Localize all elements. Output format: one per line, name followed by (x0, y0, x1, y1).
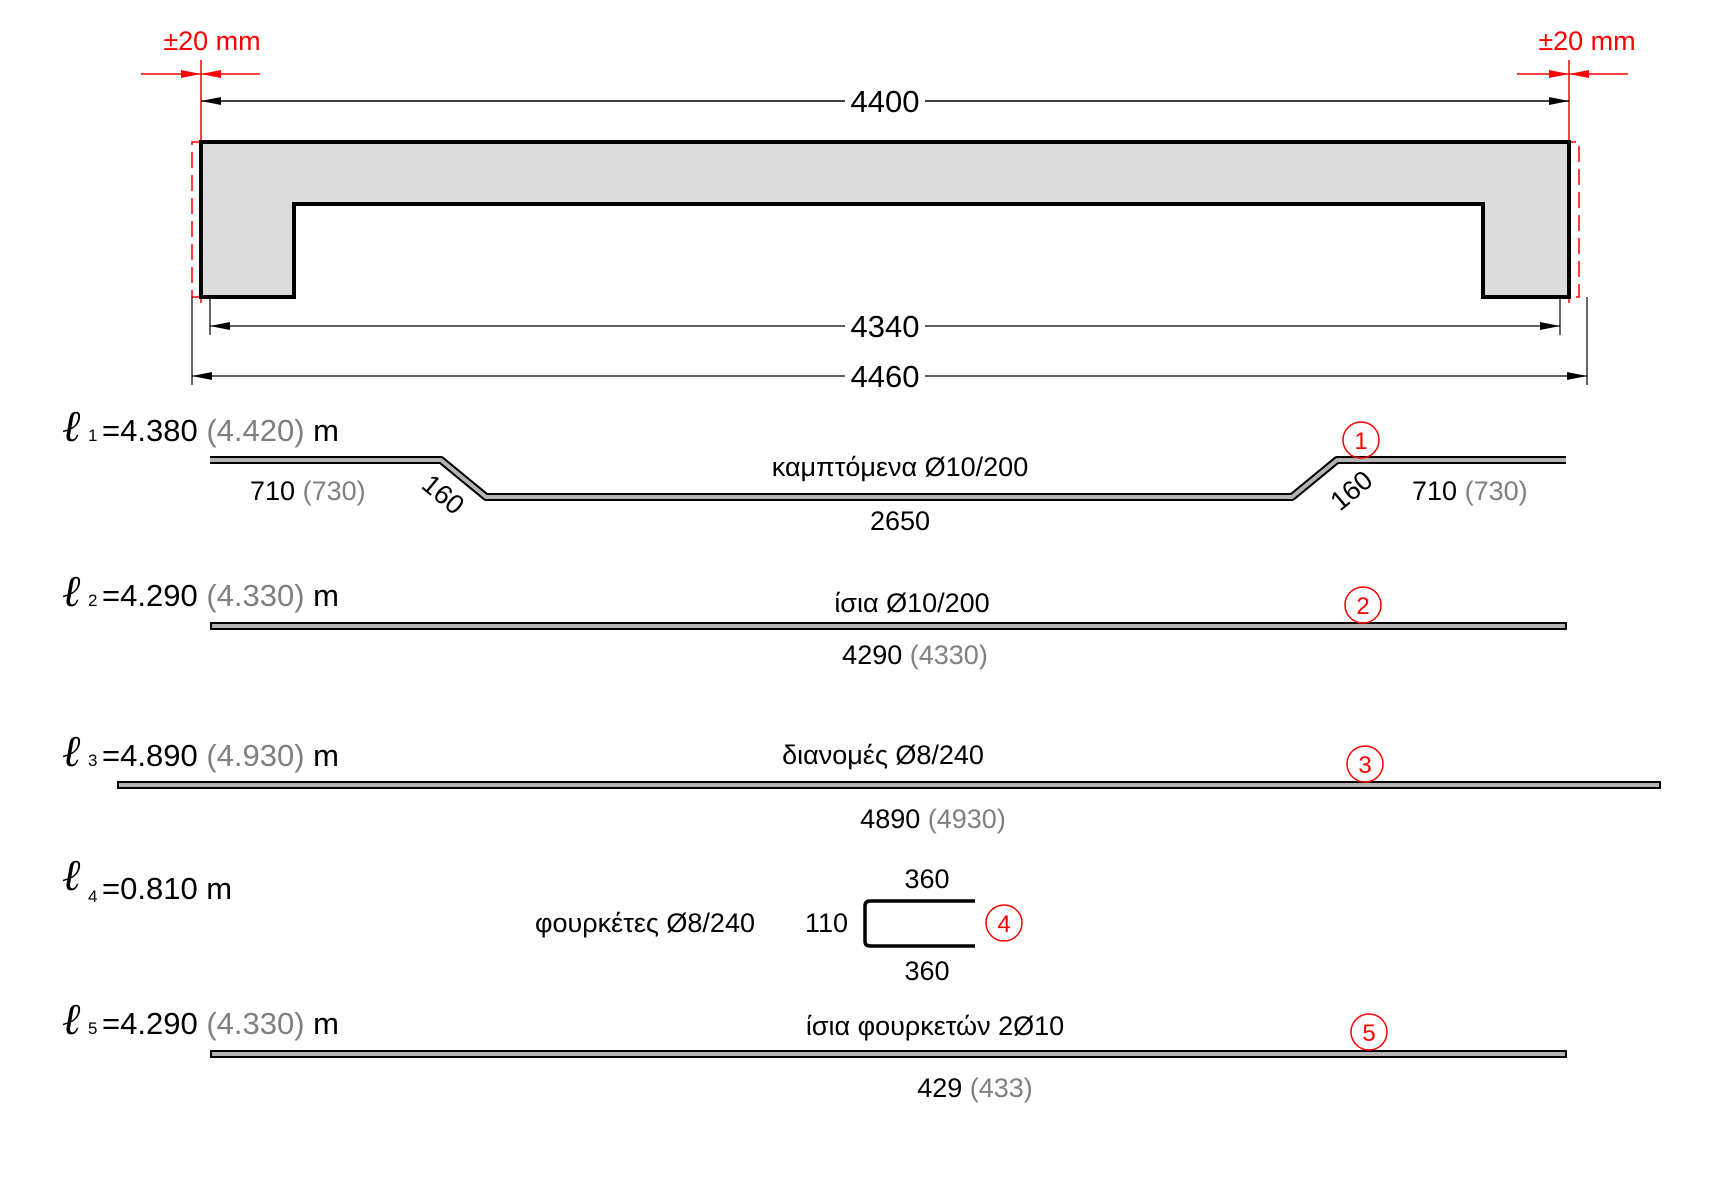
dimension-overall-value: 4460 (851, 359, 920, 394)
svg-text:2: 2 (1356, 593, 1369, 620)
dimension-overall: 4460 (192, 359, 1587, 394)
bar-5-length: =4.290 (4.330) m (102, 1006, 339, 1041)
bar-1-length-label: ℓ 1 =4.380 (4.420) m (62, 401, 339, 452)
bar-5-mark: 5 (1350, 1013, 1388, 1051)
bar-3-mark: 3 (1346, 745, 1384, 783)
ell-symbol: ℓ (62, 726, 81, 777)
bar-5: ℓ 5 =4.290 (4.330) m ίσια φουρκετών 2Ø10… (62, 994, 1567, 1103)
svg-text:1: 1 (1354, 428, 1367, 455)
bar-1-right-bend: 160 (1325, 465, 1379, 517)
bar-2-segment: 4290 (4330) (842, 640, 988, 670)
bar-1-middle-segment: 2650 (870, 506, 930, 536)
svg-text:3: 3 (1358, 752, 1371, 779)
bar-4-description: φουρκέτες Ø8/240 (535, 908, 755, 938)
bar-1-left-segment: 710 (730) (250, 476, 366, 506)
bar-5-description: ίσια φουρκετών 2Ø10 (806, 1011, 1064, 1041)
bar-2-description: ίσια Ø10/200 (834, 588, 989, 618)
bar-4-bottom: 360 (904, 956, 949, 986)
tolerance-left-label: ±20 mm (163, 26, 260, 56)
ell-symbol: ℓ (62, 994, 81, 1045)
bar-1-right-segment: 710 (730) (1412, 476, 1528, 506)
bar-2-length: =4.290 (4.330) m (102, 578, 339, 613)
bar-5-shape (210, 1050, 1567, 1058)
bar-3-length: =4.890 (4.930) m (102, 738, 339, 773)
bar-3: ℓ 3 =4.890 (4.930) m διανομές Ø8/240 489… (62, 726, 1661, 834)
ell-subscript: 1 (88, 426, 97, 445)
ell-subscript: 4 (88, 887, 97, 906)
svg-text:5: 5 (1362, 1020, 1375, 1047)
ell-subscript: 5 (88, 1019, 97, 1038)
bar-4: ℓ 4 =0.810 m φουρκέτες Ø8/240 110 360 36… (62, 850, 1023, 986)
bar-2-mark: 2 (1344, 586, 1382, 624)
bar-4-mark: 4 (985, 904, 1023, 942)
dimension-top-value: 4400 (851, 84, 920, 119)
bar-2: ℓ 2 =4.290 (4.330) m ίσια Ø10/200 4290 (… (62, 566, 1567, 670)
bar-1-mark: 1 (1342, 421, 1380, 459)
bar-4-shape (863, 899, 975, 948)
bar-3-description: διανομές Ø8/240 (782, 740, 984, 770)
concrete-section (199, 140, 1571, 299)
bar-4-side: 110 (805, 908, 848, 938)
svg-text:4: 4 (997, 911, 1010, 938)
dimension-inner-value: 4340 (851, 309, 920, 344)
bar-5-length-label: ℓ 5 =4.290 (4.330) m (62, 994, 339, 1045)
dimension-top: 4400 (201, 84, 1569, 119)
bar-5-segment: 429 (433) (917, 1073, 1033, 1103)
bar-1-description: καμπτόμενα Ø10/200 (772, 452, 1028, 482)
ell-symbol: ℓ (62, 566, 81, 617)
bar-2-length-label: ℓ 2 =4.290 (4.330) m (62, 566, 339, 617)
ell-symbol: ℓ (62, 850, 81, 901)
bar-3-length-label: ℓ 3 =4.890 (4.930) m (62, 726, 339, 777)
bar-4-length-label: ℓ 4 =0.810 m (62, 850, 232, 906)
bar-3-segment: 4890 (4930) (860, 804, 1006, 834)
bar-4-length: =0.810 m (102, 871, 232, 906)
bar-3-shape (117, 781, 1661, 789)
bar-4-top: 360 (904, 864, 949, 894)
bar-2-shape (210, 622, 1567, 630)
ell-subscript: 2 (88, 591, 97, 610)
bar-1: ℓ 1 =4.380 (4.420) m καμπτόμενα Ø10/200 … (62, 401, 1566, 536)
ell-subscript: 3 (88, 751, 97, 770)
ell-symbol: ℓ (62, 401, 81, 452)
dimension-inner: 4340 (210, 309, 1560, 344)
tolerance-right-label: ±20 mm (1538, 26, 1635, 56)
bar-1-length: =4.380 (4.420) m (102, 413, 339, 448)
